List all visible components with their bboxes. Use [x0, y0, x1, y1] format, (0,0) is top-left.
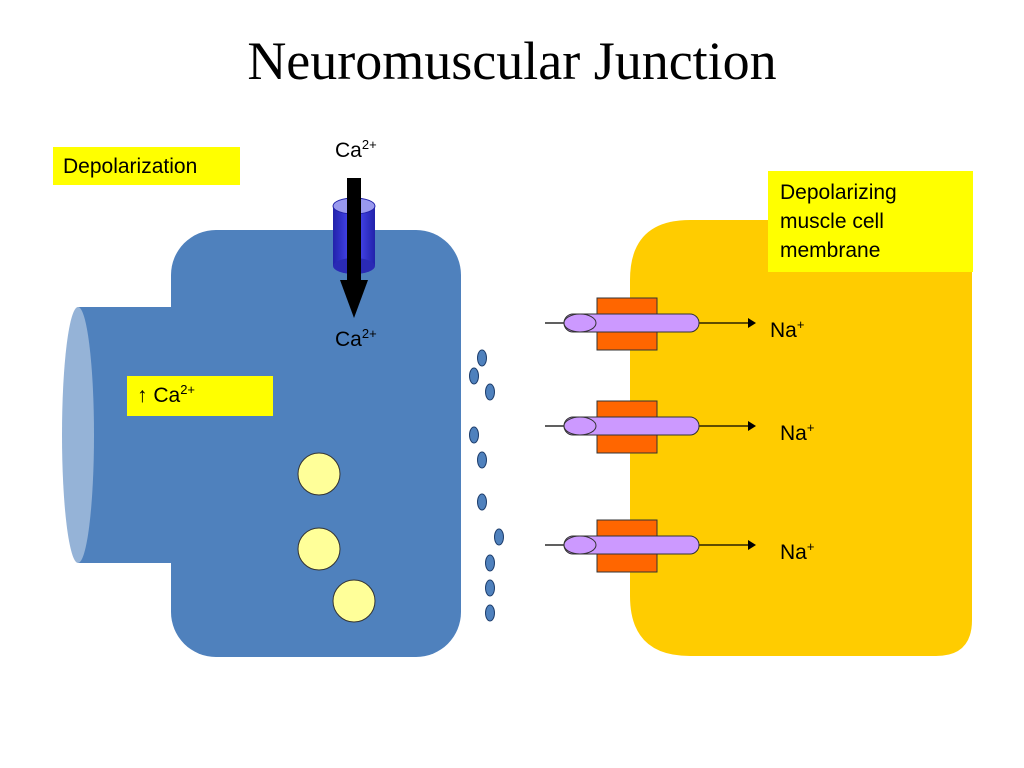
ca-element: Ca: [335, 328, 362, 351]
na-element: Na: [780, 541, 807, 564]
na-label: Na+: [780, 540, 814, 565]
up-arrow-icon: ↑: [137, 384, 148, 407]
na-element: Na: [770, 319, 797, 342]
ca-element: Ca: [335, 139, 362, 162]
page-title: Neuromuscular Junction: [247, 31, 777, 91]
ion-channel-icon: [545, 519, 756, 573]
synaptic-vesicle: [297, 452, 341, 496]
na-charge: +: [806, 539, 815, 554]
muscle-membrane-label: Depolarizing muscle cell membrane: [768, 171, 973, 272]
down-arrow-icon: [340, 178, 368, 318]
ca-charge: 2+: [361, 137, 377, 152]
axon: [78, 307, 188, 563]
ca-inside-label: Ca2+: [335, 327, 377, 352]
muscle-membrane-text: Depolarizing muscle cell membrane: [780, 181, 897, 262]
na-label: Na+: [780, 421, 814, 446]
na-charge: +: [806, 420, 815, 435]
na-charge: +: [796, 317, 805, 332]
synaptic-vesicle: [332, 579, 376, 623]
calcium-increase-label: ↑ Ca2+: [127, 376, 273, 416]
synaptic-vesicle: [297, 527, 341, 571]
ca-outside-label: Ca2+: [335, 138, 377, 163]
ca-charge: 2+: [361, 326, 377, 341]
ca-charge: 2+: [180, 382, 196, 397]
acetylcholine-molecules: [469, 349, 504, 622]
axon-cut-end: [62, 307, 94, 563]
depolarization-text: Depolarization: [63, 155, 198, 178]
muscle-cell: [630, 220, 972, 656]
ca-element: Ca: [153, 384, 181, 407]
depolarization-label: Depolarization: [53, 147, 240, 185]
ion-channel-icon: [545, 400, 756, 454]
ion-channel-icon: [545, 297, 756, 351]
nerve-terminal: [171, 230, 461, 657]
na-label: Na+: [770, 318, 804, 343]
na-element: Na: [780, 422, 807, 445]
